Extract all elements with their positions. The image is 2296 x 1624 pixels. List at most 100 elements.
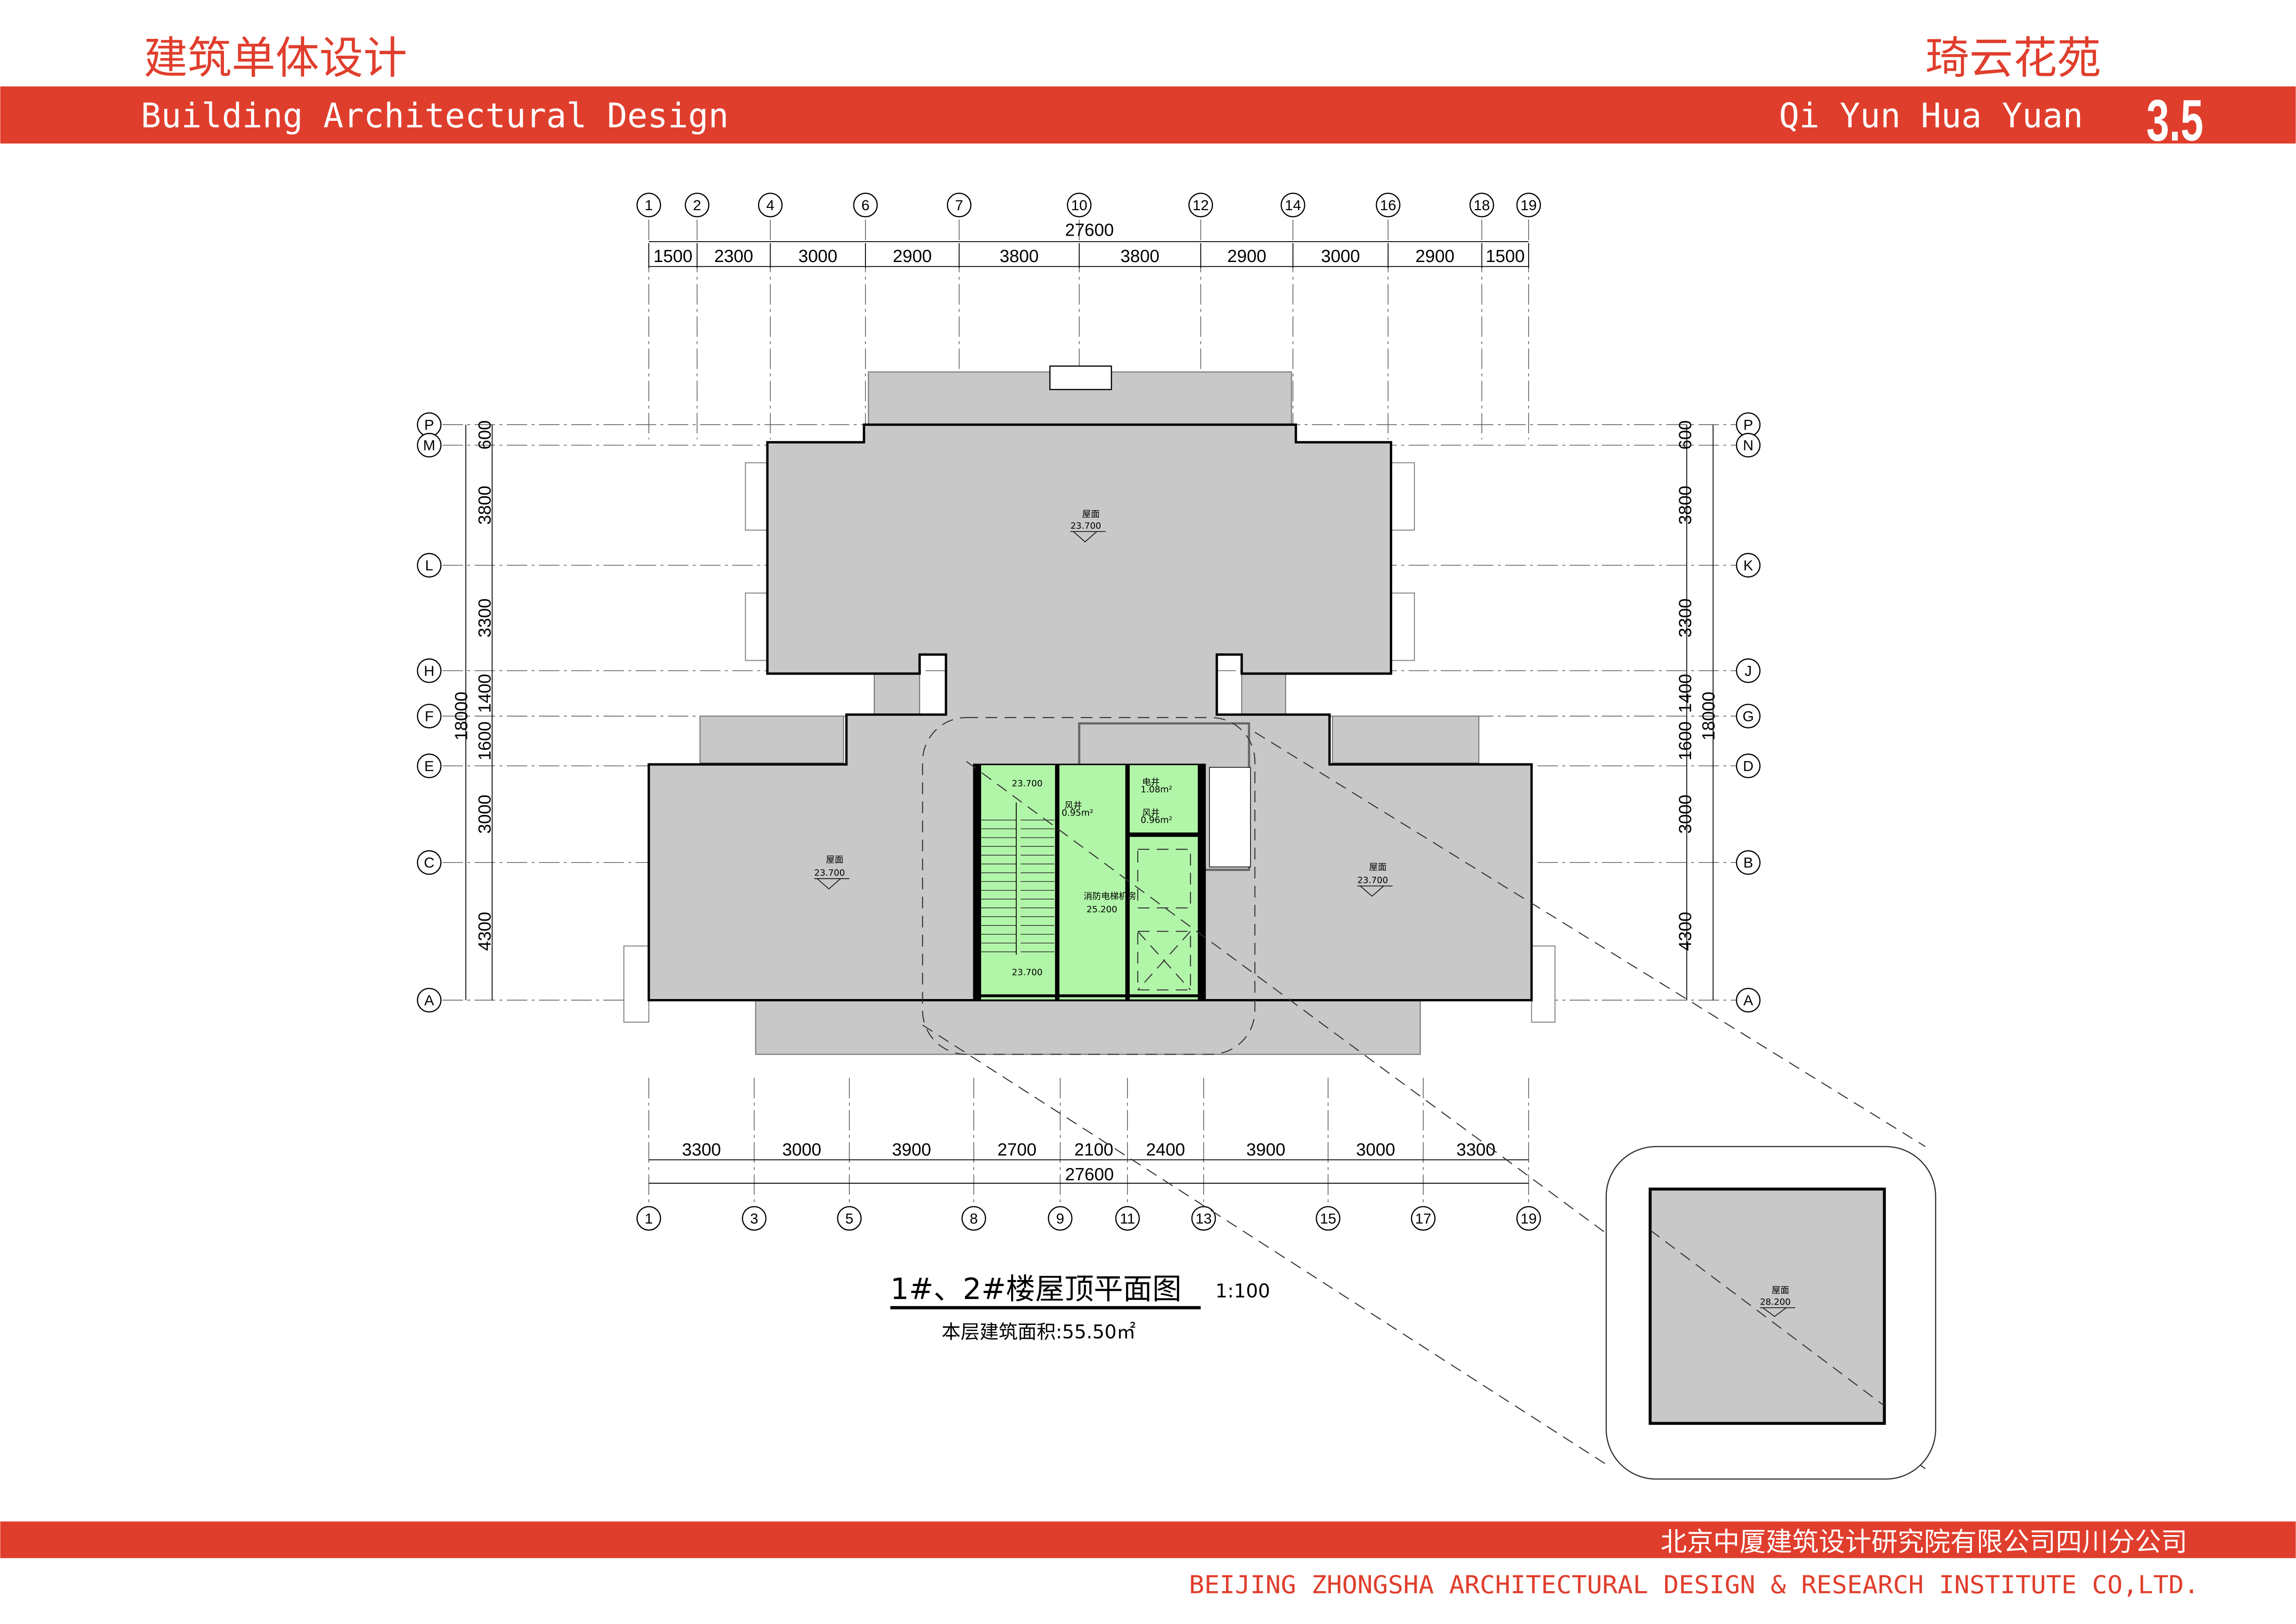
- axis-bubble-top-label: 7: [955, 197, 964, 213]
- axis-bubble-left-label: C: [424, 854, 435, 871]
- axis-bubble-bottom-label: 17: [1415, 1210, 1431, 1227]
- side-dimension: 3300: [1676, 599, 1695, 637]
- drawing-title: 1#、2#楼屋顶平面图: [890, 1272, 1182, 1306]
- svg-text:屋面: 屋面: [1082, 509, 1100, 519]
- left-wing-roof: [699, 715, 844, 764]
- axis-bubble-top-label: 19: [1520, 197, 1537, 213]
- bottom-dimension: 2700: [997, 1140, 1036, 1160]
- roof-hatch: [1049, 365, 1112, 390]
- axis-bubble-top: [758, 193, 783, 218]
- top-total-dimension: 27600: [1065, 220, 1114, 240]
- axis-bubble-left-label: E: [424, 757, 434, 774]
- bottom-roof: [755, 999, 1421, 1055]
- svg-text:23.700: 23.700: [814, 868, 845, 878]
- top-dimension: 3800: [1000, 247, 1039, 266]
- axis-bubble-left: [417, 658, 442, 683]
- axis-bubble-right-label: P: [1743, 416, 1753, 433]
- side-dimension: 1600: [475, 721, 495, 760]
- axis-bubble-right-label: N: [1743, 437, 1754, 454]
- stair-level-bottom: 23.700: [1012, 968, 1042, 978]
- drawing-scale: 1:100: [1215, 1280, 1270, 1302]
- top-dimension: 3800: [1120, 247, 1159, 266]
- axis-bubble-top-label: 1: [645, 197, 653, 213]
- stair-elevator-core: [973, 763, 1206, 1001]
- company-cn: 北京中厦建筑设计研究院有限公司四川分公司: [1661, 1527, 2187, 1557]
- axis-bubble-right-label: G: [1742, 708, 1754, 725]
- axis-bubble-right: [1736, 553, 1761, 578]
- axis-bubble-right-label: A: [1743, 992, 1754, 1009]
- project-cn: 琦云花苑: [1925, 33, 2101, 84]
- axis-bubble-right: [1736, 753, 1761, 778]
- axis-bubble-left: [417, 433, 442, 458]
- axis-bubble-right: [1736, 433, 1761, 458]
- axis-bubble-top: [1516, 193, 1541, 218]
- top-dimension: 3000: [1321, 247, 1360, 266]
- header-band: [0, 86, 2296, 144]
- axis-bubble-bottom: [1191, 1206, 1216, 1231]
- axis-bubble-left: [417, 553, 442, 578]
- right-wing-roof: [1332, 715, 1480, 764]
- axis-bubble-right-label: J: [1745, 662, 1752, 679]
- shaft2-area: 1.08m²: [1141, 784, 1172, 794]
- top-dimension: 2900: [893, 247, 932, 266]
- title-en: Building Architectural Design: [141, 96, 728, 136]
- inset-detail: 屋面 28.200: [1605, 1146, 1936, 1480]
- svg-text:屋面: 屋面: [1772, 1285, 1789, 1295]
- axis-bubble-bottom-label: 13: [1195, 1210, 1212, 1227]
- axis-bubble-bottom-label: 3: [750, 1210, 759, 1227]
- axis-bubble-bottom-label: 8: [970, 1210, 978, 1227]
- detail-callout-frame: [922, 717, 1256, 1055]
- svg-text:23.700: 23.700: [1357, 875, 1388, 885]
- axis-bubble-right: [1736, 987, 1761, 1013]
- shaft1-label: 风井: [1064, 800, 1082, 811]
- axis-bubble-left: [417, 987, 442, 1013]
- top-dimension: 3000: [798, 247, 837, 266]
- axis-bubble-left-label: A: [424, 992, 435, 1009]
- axis-bubble-bottom-label: 1: [645, 1210, 653, 1227]
- axis-bubble-left-label: H: [424, 662, 435, 679]
- side-dimension: 3000: [475, 795, 495, 834]
- side-total-dimension: 18000: [1699, 692, 1719, 741]
- shaft3-area: 0.96m²: [1141, 815, 1172, 825]
- bottom-dimension: 2100: [1074, 1140, 1113, 1160]
- axis-bubble-top-label: 14: [1285, 197, 1301, 213]
- side-dimension: 3000: [1676, 795, 1695, 834]
- side-dimension: 4300: [475, 912, 495, 951]
- axis-bubble-bottom: [837, 1206, 862, 1231]
- main-roof-outline: [647, 423, 1533, 1002]
- axis-bubble-top-label: 4: [766, 197, 775, 213]
- axis-bubble-left: [417, 753, 442, 778]
- bottom-dimension: 3900: [892, 1140, 931, 1160]
- side-dimension: 600: [475, 420, 495, 450]
- stair-level-top: 23.700: [1012, 779, 1042, 789]
- axis-bubble-top-label: 16: [1380, 197, 1396, 213]
- room-name: 消防电梯机房: [1083, 891, 1136, 901]
- axis-bubble-top-label: 12: [1193, 197, 1209, 213]
- top-dimension: 2300: [714, 247, 753, 266]
- axis-bubble-top-label: 6: [861, 197, 870, 213]
- side-dimension: 3800: [475, 486, 495, 525]
- side-total-dimension: 18000: [452, 692, 472, 741]
- bottom-dimension: 3300: [1456, 1140, 1495, 1160]
- axis-bubble-right-label: K: [1743, 557, 1753, 574]
- axis-bubble-bottom-label: 5: [845, 1210, 853, 1227]
- axis-bubble-top-label: 18: [1474, 197, 1490, 213]
- axis-bubble-top: [946, 193, 972, 218]
- room-level: 25.200: [1087, 905, 1117, 915]
- shaft2-label: 电井: [1142, 777, 1160, 787]
- side-dimension: 3300: [475, 599, 495, 637]
- bottom-dimension: 3000: [1356, 1140, 1395, 1160]
- axis-bubble-bottom: [961, 1206, 986, 1231]
- side-dimension: 4300: [1676, 912, 1695, 951]
- footer-band: [0, 1521, 2296, 1558]
- axis-bubble-left-label: P: [424, 416, 434, 433]
- axis-bubble-left-label: M: [423, 437, 435, 454]
- axis-bubble-bottom-label: 19: [1520, 1210, 1537, 1227]
- top-dimension: 1500: [1486, 247, 1524, 266]
- axis-bubble-left-label: F: [425, 708, 434, 725]
- axis-bubble-left-label: L: [425, 557, 434, 574]
- axis-bubble-bottom-label: 11: [1120, 1210, 1135, 1227]
